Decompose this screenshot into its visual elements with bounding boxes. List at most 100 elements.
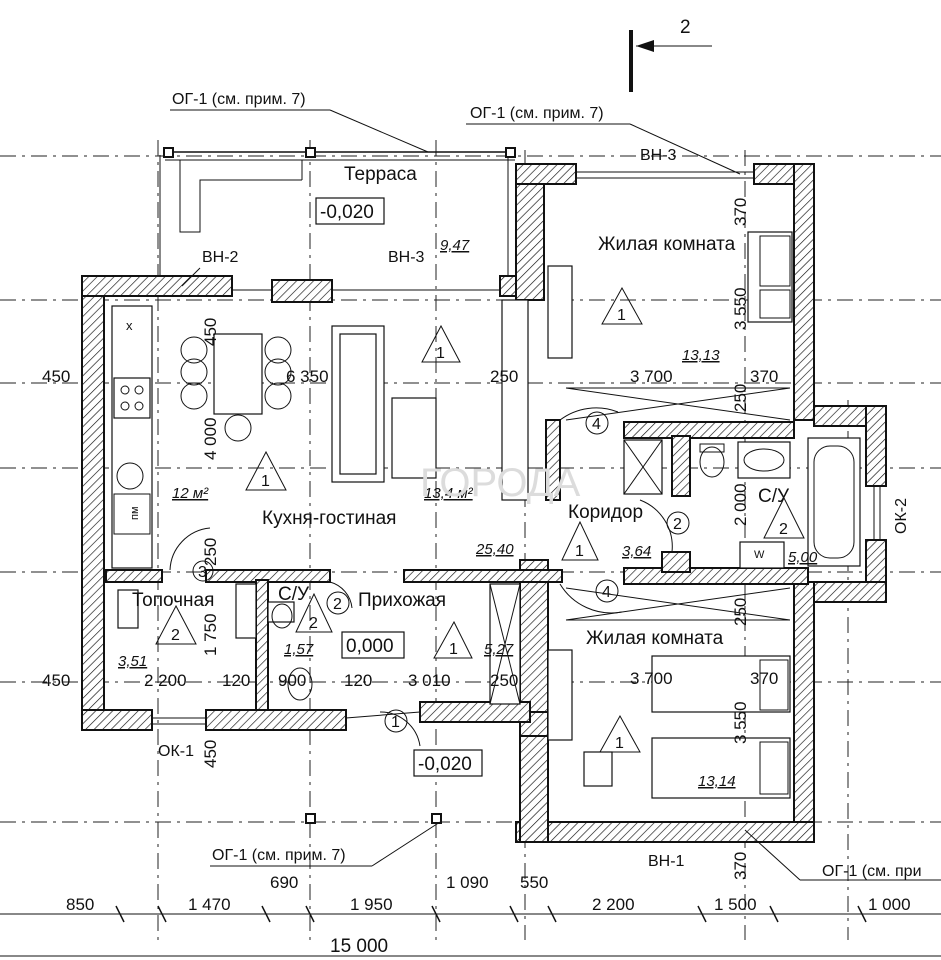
marker-wc <box>295 592 333 633</box>
plan-label: 2 200 <box>592 895 635 914</box>
bottom-dimensions: 850 1 470 690 1 950 1 090 550 2 200 1 50… <box>0 873 941 957</box>
marker-bath <box>763 496 805 539</box>
callouts: ОГ-1 (см. прим. 7) ОГ-1 (см. прим. 7) ОГ… <box>158 91 922 880</box>
plan-label: 370 <box>731 198 750 226</box>
plan-label: 550 <box>520 873 548 892</box>
plan-label: 900 <box>278 671 306 690</box>
plan-label: 370 <box>750 367 778 386</box>
plan-label: 4 000 <box>201 417 220 460</box>
plan-label: 450 <box>42 367 70 386</box>
plan-label: 5,27 <box>484 641 514 658</box>
plan-label: 1 <box>436 345 445 362</box>
plan-label: 0,000 <box>346 636 394 657</box>
room-terrace: Терраса <box>344 164 417 185</box>
plan-label: 1 470 <box>188 895 231 914</box>
plan-label: 25,40 <box>475 541 514 558</box>
plan-label: 1 950 <box>350 895 393 914</box>
marker-boiler <box>155 604 197 645</box>
room-names: Терраса Жилая комната Кухня-гостиная Кор… <box>132 164 790 649</box>
plan-label: 450 <box>201 740 220 768</box>
plan-label: 3,51 <box>118 653 147 670</box>
plan-label: ОГ-1 (см. прим. 7) <box>212 847 346 864</box>
plan-label: 3 700 <box>630 669 673 688</box>
plan-label: 1,57 <box>284 641 314 658</box>
level-marks: -0,020 0,000 -0,020 <box>315 197 483 777</box>
plan-label: 6 350 <box>286 367 329 386</box>
plan-label: 9,47 <box>440 237 470 254</box>
room-corridor: Коридор <box>568 502 643 523</box>
plan-label: 3 <box>198 564 207 581</box>
openings <box>152 171 881 725</box>
plan-label: -0,020 <box>418 754 472 775</box>
plan-label: 1 <box>391 714 400 731</box>
marker-kitchen-2 <box>245 450 287 491</box>
plan-label: 1 <box>449 641 458 658</box>
plan-label: W <box>754 549 765 561</box>
plan-label: -0,020 <box>320 202 374 223</box>
room-wc: С/У <box>278 584 310 605</box>
plan-label: ОК-2 <box>893 498 910 534</box>
room-areas: 9,47 13,13 13,14 25,40 3,64 5,00 1,57 5,… <box>118 237 818 790</box>
plan-label: ОК-1 <box>158 743 194 760</box>
plan-label: 13,13 <box>682 347 720 364</box>
plan-label: 2 <box>779 521 788 538</box>
plan-label: 250 <box>201 538 220 566</box>
plan-label: 15 000 <box>330 936 388 957</box>
plan-label: 2 <box>673 516 682 533</box>
plan-label: 120 <box>222 671 250 690</box>
fixture-labels: пм x W <box>126 318 765 561</box>
room-living1: Жилая комната <box>598 234 736 255</box>
plan-label: 450 <box>42 671 70 690</box>
plan-label: ВН-3 <box>640 147 677 164</box>
plan-label: 2 <box>171 627 180 644</box>
plan-label: 450 <box>201 318 220 346</box>
plan-label: 1 750 <box>201 613 220 656</box>
room-markers <box>155 286 805 753</box>
columns <box>163 147 516 824</box>
room-living2: Жилая комната <box>586 628 724 649</box>
plan-label: ВН-3 <box>388 249 425 266</box>
plan-label: x <box>126 318 133 333</box>
plan-label: 4 <box>592 416 601 433</box>
room-hall: Прихожая <box>358 590 446 611</box>
plan-label: 1 <box>575 543 584 560</box>
plan-label: 2 <box>309 615 318 632</box>
plan-label: ВН-2 <box>202 249 239 266</box>
section-mark-label: 2 <box>680 17 691 38</box>
plan-label: 250 <box>731 384 750 412</box>
plan-label: 850 <box>66 895 94 914</box>
plan-label: 250 <box>731 598 750 626</box>
walls <box>81 163 887 843</box>
plan-label: 2 000 <box>731 483 750 526</box>
watermark: ГОРОДА <box>420 461 581 505</box>
plan-label: 1 <box>261 473 270 490</box>
plan-label: 1 <box>615 735 624 752</box>
plan-label: 1 <box>617 307 626 324</box>
room-bath: С/У <box>758 486 790 507</box>
section-mark: 2 <box>629 17 712 92</box>
door-markers: 4 4 2 2 3 1 <box>192 411 690 733</box>
plan-label: 3,64 <box>622 543 651 560</box>
plan-label: 120 <box>344 671 372 690</box>
plan-label: ОГ-1 (см. при <box>822 863 922 880</box>
plan-label: ОГ-1 (см. прим. 7) <box>470 105 604 122</box>
leader-lines <box>170 109 941 881</box>
plan-label: 690 <box>270 873 298 892</box>
plan-label: ОГ-1 (см. прим. 7) <box>172 91 306 108</box>
marker-corridor <box>561 520 599 561</box>
plan-label: 1 090 <box>446 873 489 892</box>
plan-label: 3 700 <box>630 367 673 386</box>
plan-label: 370 <box>750 669 778 688</box>
plan-label: 250 <box>490 671 518 690</box>
marker-hall <box>433 620 473 659</box>
plan-label: ВН-1 <box>648 853 685 870</box>
plan-label: 250 <box>490 367 518 386</box>
plan-label: 1 500 <box>714 895 757 914</box>
marker-numbers: 1 1 1 1 2 1 1 2 2 <box>171 307 788 752</box>
plan-label: 12 м² <box>172 485 209 502</box>
plan-label: 3 010 <box>408 671 451 690</box>
plan-label: 1 000 <box>868 895 911 914</box>
marker-kitchen <box>421 324 461 363</box>
plan-label: 370 <box>731 852 750 880</box>
